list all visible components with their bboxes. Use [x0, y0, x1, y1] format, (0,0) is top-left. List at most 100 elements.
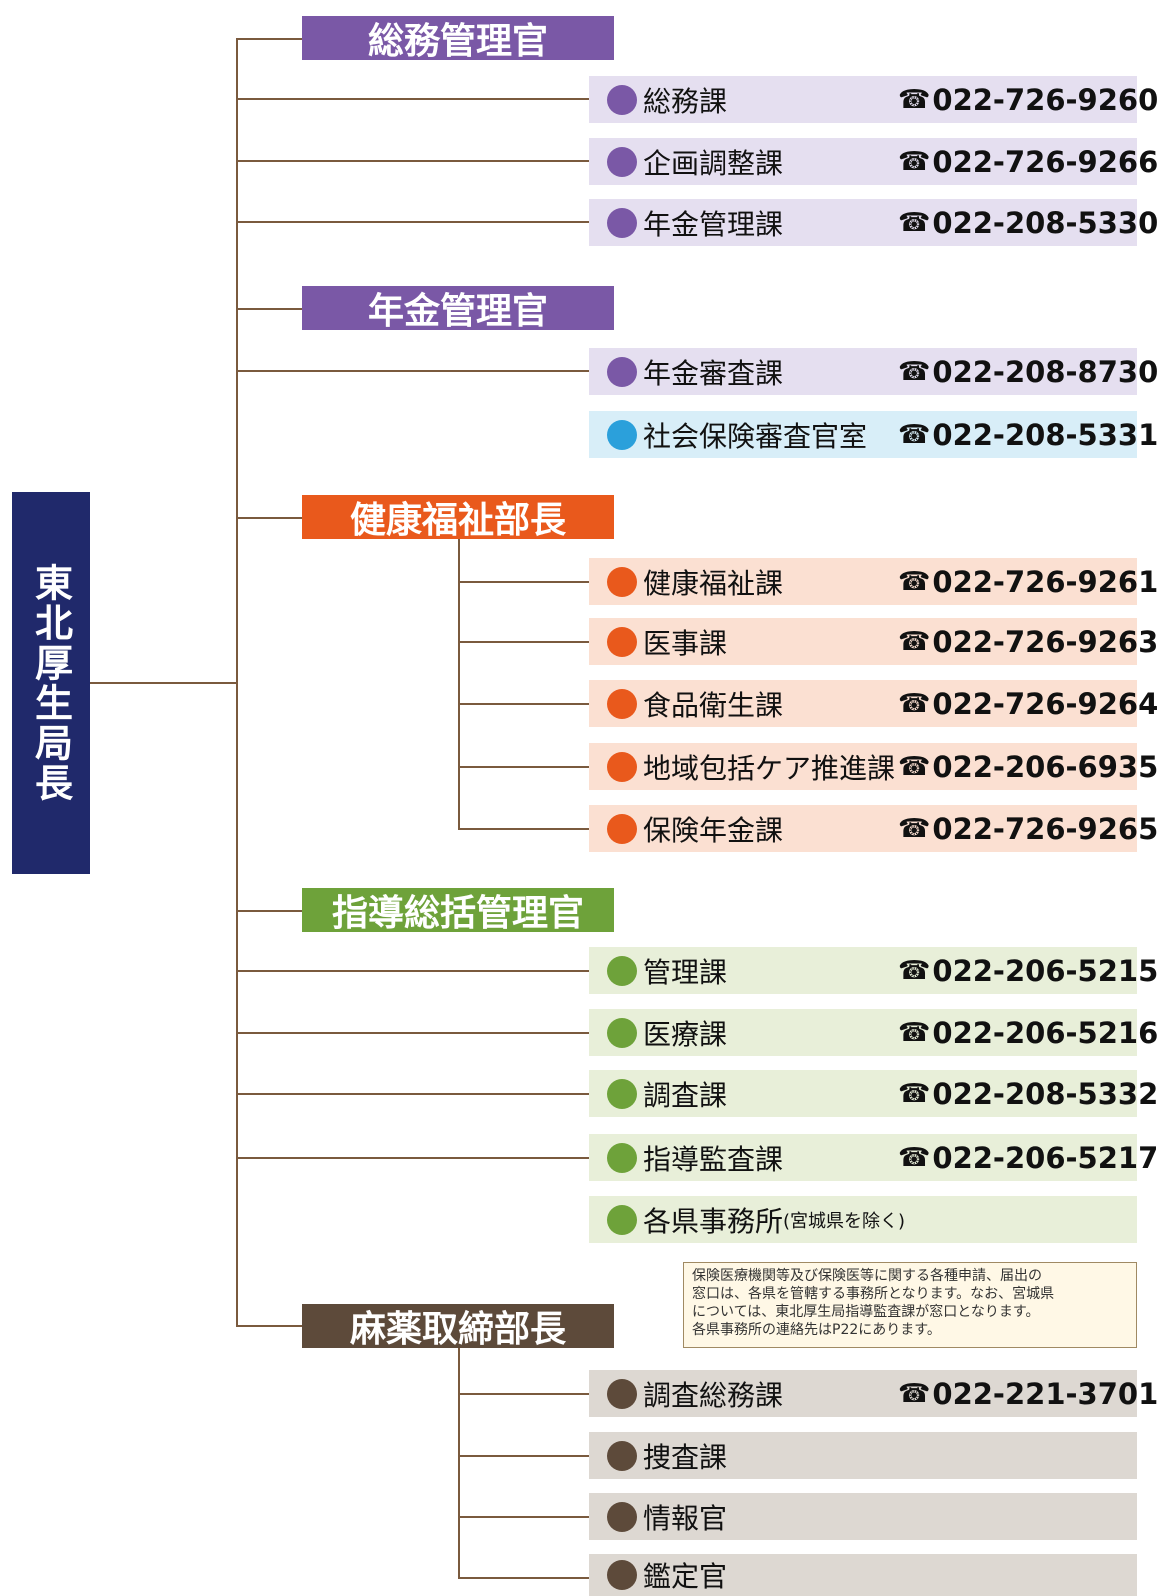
orange-dot-icon — [607, 626, 637, 657]
telephone-icon: ☎ — [898, 955, 931, 986]
telephone-icon: ☎ — [898, 1078, 931, 1109]
note-line: については、東北厚生局指導監査課が窓口となります。 — [692, 1304, 1040, 1320]
connector-row-18 — [458, 1516, 589, 1518]
section-note: (宮城県を除く) — [783, 1210, 906, 1232]
section-name: 管理課 — [643, 955, 728, 989]
section-row: 健康福祉課 ☎022-726-9261 — [589, 558, 1158, 605]
connector-row-10 — [458, 828, 589, 830]
brown-dot-icon — [607, 1560, 637, 1590]
section-name: 企画調整課 — [643, 146, 784, 180]
dept-label: 麻薬取締部長 — [349, 1309, 566, 1350]
section-row: 捜査課 — [589, 1432, 1137, 1479]
telephone-icon: ☎ — [898, 356, 931, 387]
section-row: 医療課 ☎022-206-5216 — [589, 1009, 1158, 1056]
section-name: 調査課 — [643, 1078, 728, 1112]
section-row: 保険年金課 ☎022-726-9265 — [589, 805, 1158, 852]
connector-row-1 — [236, 98, 589, 100]
telephone-icon: ☎ — [898, 626, 931, 657]
brown-dot-icon — [607, 1440, 637, 1471]
section-name: 年金管理課 — [643, 207, 784, 241]
dept-general-affairs: 総務管理官 — [302, 16, 614, 62]
green-dot-icon — [607, 1078, 637, 1109]
dept-health-welfare: 健康福祉部長 — [302, 495, 614, 541]
connector-row-4 — [236, 370, 589, 372]
telephone-icon: ☎ — [898, 813, 931, 844]
section-phone: ☎022-208-5330 — [898, 205, 1158, 240]
section-phone: ☎022-726-9261 — [898, 564, 1158, 599]
connector-row-3 — [236, 221, 589, 223]
telephone-icon: ☎ — [898, 146, 931, 177]
note-line: 窓口は、各県を管轄する事務所となります。なお、宮城県 — [692, 1286, 1055, 1302]
section-name: 年金審査課 — [643, 356, 784, 390]
section-name: 健康福祉課 — [643, 566, 784, 600]
dept-label: 健康福祉部長 — [349, 500, 566, 541]
connector-row-17 — [458, 1455, 589, 1457]
connector-row-2 — [236, 160, 589, 162]
connector-row-7 — [458, 641, 589, 643]
dept-label: 総務管理官 — [367, 21, 548, 62]
section-row: 調査課 ☎022-208-5332 — [589, 1070, 1158, 1117]
green-dot-icon — [607, 1017, 637, 1048]
section-row: 地域包括ケア推進課 ☎022-206-6935 — [589, 743, 1158, 790]
telephone-icon: ☎ — [898, 1142, 931, 1173]
section-name: 総務課 — [643, 84, 728, 118]
section-name: 社会保険審査官室 — [643, 419, 868, 453]
connector-dept-3 — [236, 517, 302, 519]
section-phone: ☎022-208-5332 — [898, 1076, 1158, 1111]
connector-dept-2 — [236, 308, 302, 310]
orange-dot-icon — [607, 688, 637, 719]
telephone-icon: ☎ — [898, 751, 931, 782]
connector-row-9 — [458, 766, 589, 768]
section-row: 指導監査課 ☎022-206-5217 — [589, 1134, 1158, 1181]
purple-dot-icon — [607, 356, 637, 387]
telephone-icon: ☎ — [898, 419, 931, 450]
telephone-icon: ☎ — [898, 207, 931, 238]
purple-dot-icon — [607, 207, 637, 238]
purple-dot-icon — [607, 84, 637, 115]
connector-row-8 — [458, 703, 589, 705]
connector-row-13 — [236, 1093, 589, 1095]
section-name: 保険年金課 — [643, 813, 784, 847]
connector-row-11 — [236, 970, 589, 972]
connector-row-12 — [236, 1032, 589, 1034]
connector-dept-5 — [236, 1325, 302, 1327]
section-name: 捜査課 — [643, 1440, 728, 1474]
section-phone: ☎022-208-5331 — [898, 417, 1158, 452]
dept-guidance: 指導総括管理官 — [302, 888, 614, 934]
section-row: 年金審査課 ☎022-208-8730 — [589, 348, 1158, 395]
section-phone: ☎022-206-5215 — [898, 953, 1158, 988]
dept-narcotics: 麻薬取締部長 — [302, 1304, 614, 1350]
director-general-box: 東北厚生局長 — [12, 492, 90, 874]
note-line: 保険医療機関等及び保険医等に関する各種申請、届出の — [692, 1268, 1042, 1284]
connector-row-16 — [458, 1393, 589, 1395]
section-name: 情報官 — [643, 1501, 728, 1535]
section-phone: ☎022-206-5217 — [898, 1140, 1158, 1175]
section-row: 食品衛生課 ☎022-726-9264 — [589, 680, 1158, 727]
blue-dot-icon — [607, 419, 637, 450]
section-name: 医事課 — [643, 626, 728, 660]
section-row: 情報官 — [589, 1493, 1137, 1540]
section-row: 企画調整課 ☎022-726-9266 — [589, 138, 1158, 185]
connector-head — [90, 682, 237, 684]
connector-row-6 — [458, 581, 589, 583]
connector-dept-1 — [236, 38, 302, 40]
section-name: 各県事務所 — [643, 1204, 784, 1238]
section-name: 地域包括ケア推進課 — [643, 751, 896, 785]
green-dot-icon — [607, 1142, 637, 1173]
telephone-icon: ☎ — [898, 84, 931, 115]
section-phone: ☎022-206-6935 — [898, 749, 1158, 784]
connector-row-19 — [458, 1577, 589, 1579]
section-row: 医事課 ☎022-726-9263 — [589, 618, 1158, 665]
orange-dot-icon — [607, 813, 637, 844]
connector-row-14 — [236, 1157, 589, 1159]
section-name: 指導監査課 — [643, 1142, 784, 1176]
dept-pension: 年金管理官 — [302, 286, 614, 332]
orange-dot-icon — [607, 566, 637, 597]
section-row: 鑑定官 — [589, 1554, 1137, 1596]
telephone-icon: ☎ — [898, 1378, 931, 1409]
section-phone: ☎022-726-9265 — [898, 811, 1158, 846]
section-row: 社会保険審査官室 ☎022-208-5331 — [589, 411, 1158, 458]
telephone-icon: ☎ — [898, 688, 931, 719]
section-name: 調査総務課 — [643, 1378, 784, 1412]
section-phone: ☎022-206-5216 — [898, 1015, 1158, 1050]
